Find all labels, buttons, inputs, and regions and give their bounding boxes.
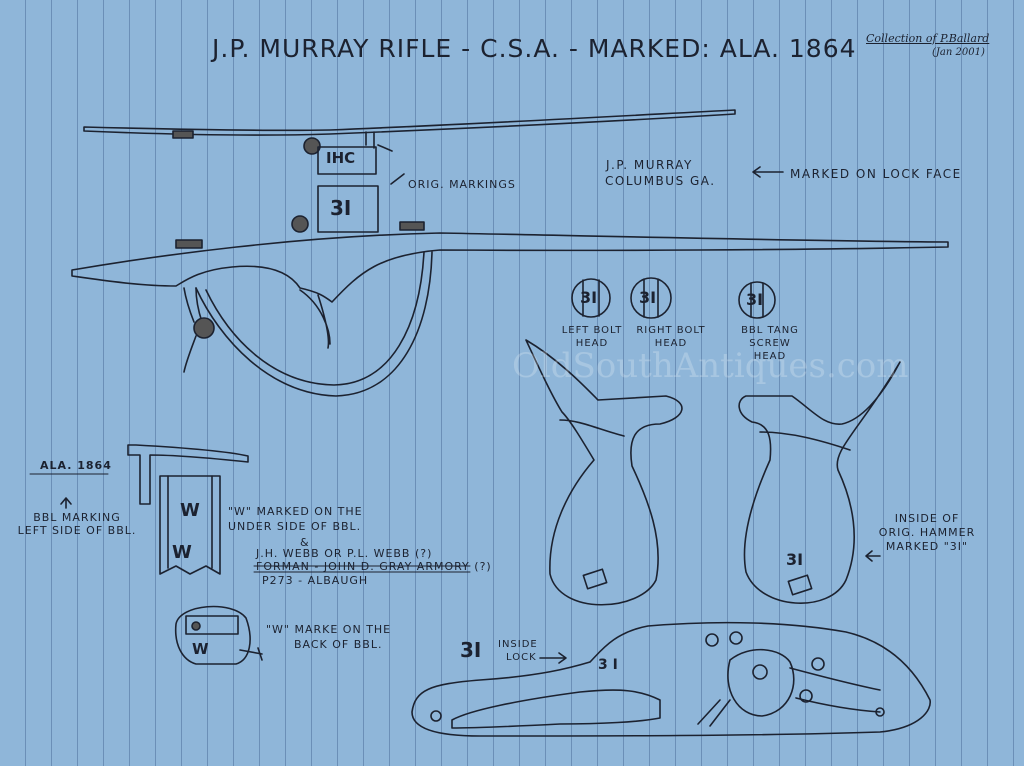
w-back-line-2: BACK OF BBL. xyxy=(294,638,383,651)
inside-lock-label: INSIDE LOCK xyxy=(498,638,538,664)
barrel-back-sketch xyxy=(174,605,251,665)
right-bolt-line-2: HEAD xyxy=(654,338,688,349)
collection-date: (Jan 2001) xyxy=(932,47,985,58)
hammer-31-mark: 3I xyxy=(786,550,804,569)
tang-screw-slot-sketch xyxy=(172,130,194,139)
inside-hammer-label: INSIDE OF ORIG. HAMMER MARKED "3I" xyxy=(872,512,982,554)
inside-hammer-line-3: MARKED "3I" xyxy=(885,540,969,553)
orig-markings-label: ORIG. MARKINGS xyxy=(408,178,516,191)
inside-lock-line-2: LOCK xyxy=(506,652,537,663)
forman-note: FORMAN - JOHN D. GRAY ARMORY (?) xyxy=(256,560,492,573)
hammer-left-sketch xyxy=(525,339,683,606)
albaugh-note: P273 - ALBAUGH xyxy=(262,574,369,587)
w-underside-label: "W" MARKED ON THE UNDER SIDE OF BBL. xyxy=(228,504,363,534)
left-bolt-31: 3I xyxy=(580,288,598,307)
inside-hammer-line-1: INSIDE OF xyxy=(894,512,960,525)
watermark: OldSouthAntiques.com xyxy=(512,346,909,386)
swivel-screw-sketch xyxy=(193,317,215,339)
barrel-underside-sketch xyxy=(159,475,221,575)
barrel-breech-sketch xyxy=(127,444,249,505)
collection-credit: Collection of P.Ballard xyxy=(866,32,990,45)
page-title: J.P. MURRAY RIFLE - C.S.A. - MARKED: ALA… xyxy=(212,34,857,63)
tang-screw-sketch xyxy=(303,137,321,155)
hammer-right-sketch xyxy=(738,361,901,604)
lock-face-arrow xyxy=(752,166,784,178)
inside-lock-arrow xyxy=(539,652,567,664)
tang-screw-line-1: BBL TANG xyxy=(741,325,799,336)
inside-hammer-line-2: ORIG. HAMMER xyxy=(878,526,976,539)
bbl-marking-label: BBL MARKING LEFT SIDE OF BBL. xyxy=(14,511,140,537)
tang-screw-label: BBL TANG SCREW HEAD xyxy=(728,324,812,363)
w-underside-line-1: "W" MARKED ON THE xyxy=(228,505,363,518)
inside-lock-line-1: INSIDE xyxy=(498,639,538,650)
tumbler-sketch xyxy=(727,648,795,717)
tang-screw-31: 3I xyxy=(746,290,764,309)
ampersand: & xyxy=(300,536,310,549)
ala-1864-mark: ALA. 1864 xyxy=(40,459,112,472)
w-back-label: "W" MARKE ON THE BACK OF BBL. xyxy=(266,622,391,652)
lower-screw-sketch xyxy=(291,215,309,233)
w-mark-back: W xyxy=(192,640,209,658)
right-bolt-label: RIGHT BOLT HEAD xyxy=(626,324,716,350)
left-bolt-head-sketch xyxy=(571,278,611,318)
tang-screw-head-sketch xyxy=(738,281,776,319)
left-bolt-line-1: LEFT BOLT xyxy=(561,325,623,336)
lock-face-city: COLUMBUS GA. xyxy=(605,174,716,188)
lock-face-note: MARKED ON LOCK FACE xyxy=(790,167,962,181)
bbl-marking-arrow xyxy=(60,497,72,509)
w-back-line-1: "W" MARKE ON THE xyxy=(266,623,392,636)
hammer-arrow xyxy=(865,550,881,562)
lock-31-mark: 3I xyxy=(460,638,482,662)
bbl-marking-line-2: LEFT SIDE OF BBL. xyxy=(17,524,137,537)
ihc-box xyxy=(317,146,377,175)
left-bolt-label: LEFT BOLT HEAD xyxy=(552,324,632,350)
w-underside-line-2: UNDER SIDE OF BBL. xyxy=(228,520,362,533)
lock-plate-31: 3 I xyxy=(598,657,618,673)
right-bolt-31: 3I xyxy=(639,288,657,307)
w-mark-lower: W xyxy=(172,542,192,563)
trigger-guard-sketch xyxy=(71,232,949,303)
right-bolt-head-sketch xyxy=(630,277,672,319)
lock-plate-sketch xyxy=(411,621,931,737)
tang-31-box xyxy=(317,185,379,233)
bow-sketch xyxy=(195,251,433,397)
left-bolt-line-2: HEAD xyxy=(575,338,609,349)
tang-screw-line-2: SCREW xyxy=(749,338,791,349)
ihc-mark: IHC xyxy=(326,149,356,167)
lock-face-name: J.P. MURRAY xyxy=(606,158,693,172)
upper-tang-sketch xyxy=(83,109,736,136)
tang-screw-line-3: HEAD xyxy=(753,351,787,362)
webb-note: J.H. WEBB OR P.L. WEBB (?) xyxy=(256,547,433,560)
right-bolt-line-1: RIGHT BOLT xyxy=(636,325,706,336)
tang-31-mark: 3I xyxy=(330,196,352,220)
w-mark-upper: W xyxy=(180,500,200,521)
bbl-marking-line-1: BBL MARKING xyxy=(33,511,121,524)
